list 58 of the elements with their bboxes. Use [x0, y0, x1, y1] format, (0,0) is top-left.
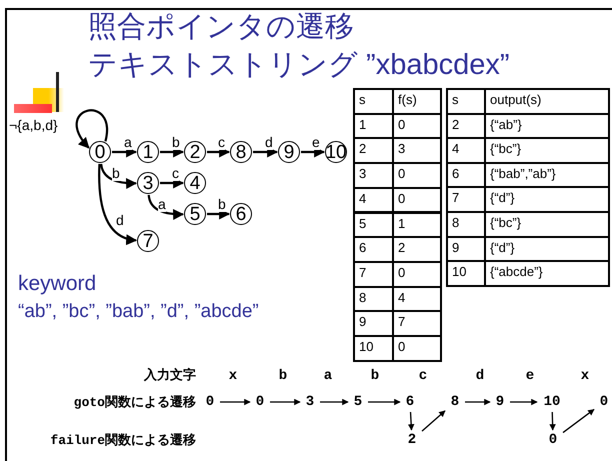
edge-label: b: [218, 196, 226, 212]
arrow: [253, 146, 278, 158]
edge-label: b: [172, 134, 180, 150]
arrow: [148, 194, 184, 220]
arrow: [549, 412, 556, 431]
state-number: 9: [494, 394, 506, 410]
arrow: [100, 164, 138, 189]
arrow: [465, 398, 491, 406]
state-number: 10: [541, 394, 563, 410]
table-cell: output(s): [484, 88, 610, 115]
state-number: 0: [547, 432, 559, 448]
row-heading: 入力文字: [142, 366, 196, 385]
input-character: b: [370, 367, 380, 386]
state-number: 3: [304, 394, 316, 410]
keyword-list: “ab”, ”bc”, ”bab”, ”d”, ”abcde”: [18, 300, 259, 324]
input-character: d: [474, 367, 486, 386]
arrow: [320, 398, 349, 406]
arrow: [270, 398, 301, 406]
table-cell: 10: [353, 335, 394, 362]
state-number: 8: [449, 394, 461, 410]
arrow: [510, 398, 538, 406]
subtitle: テキストストリング ”xbabcdex”: [88, 48, 510, 82]
edge-label: ¬{a,b,d}: [9, 117, 58, 133]
state-number: 6: [404, 394, 416, 410]
row-heading: failure関数による遷移: [49, 432, 196, 450]
arrow: [160, 178, 184, 188]
row-heading: goto関数による遷移: [72, 394, 196, 412]
input-character: a: [322, 367, 334, 386]
keyword-heading: keyword: [18, 272, 96, 296]
title: 照合ポインタの遷移: [88, 10, 354, 44]
input-character: x: [228, 367, 238, 386]
edge-label: b: [112, 165, 120, 181]
arrow: [207, 146, 230, 158]
input-character: x: [580, 367, 590, 386]
edge-label: d: [116, 212, 124, 228]
input-character: c: [418, 367, 428, 386]
state-number: 2: [406, 432, 418, 448]
state-number: 0: [598, 394, 610, 410]
table-cell: f(s): [392, 88, 442, 115]
table-cell: {“abcde”}: [484, 260, 610, 287]
input-character: b: [278, 367, 288, 386]
table-cell: 0: [392, 335, 442, 362]
table-cell: 10: [446, 260, 486, 287]
edge-label: d: [265, 134, 273, 150]
arrow: [408, 412, 414, 431]
input-character: e: [524, 367, 536, 386]
arrow: [76, 109, 108, 149]
arrow: [562, 408, 595, 434]
state-number: 5: [352, 394, 364, 410]
arrow: [98, 164, 138, 244]
arrow: [220, 398, 251, 406]
arrow: [422, 410, 446, 432]
arrow: [368, 398, 401, 406]
state-number: 0: [204, 394, 216, 410]
table-cell: 0: [392, 186, 442, 214]
arrow: [301, 146, 326, 158]
state-number: 0: [254, 394, 266, 410]
arrow: [112, 146, 138, 158]
